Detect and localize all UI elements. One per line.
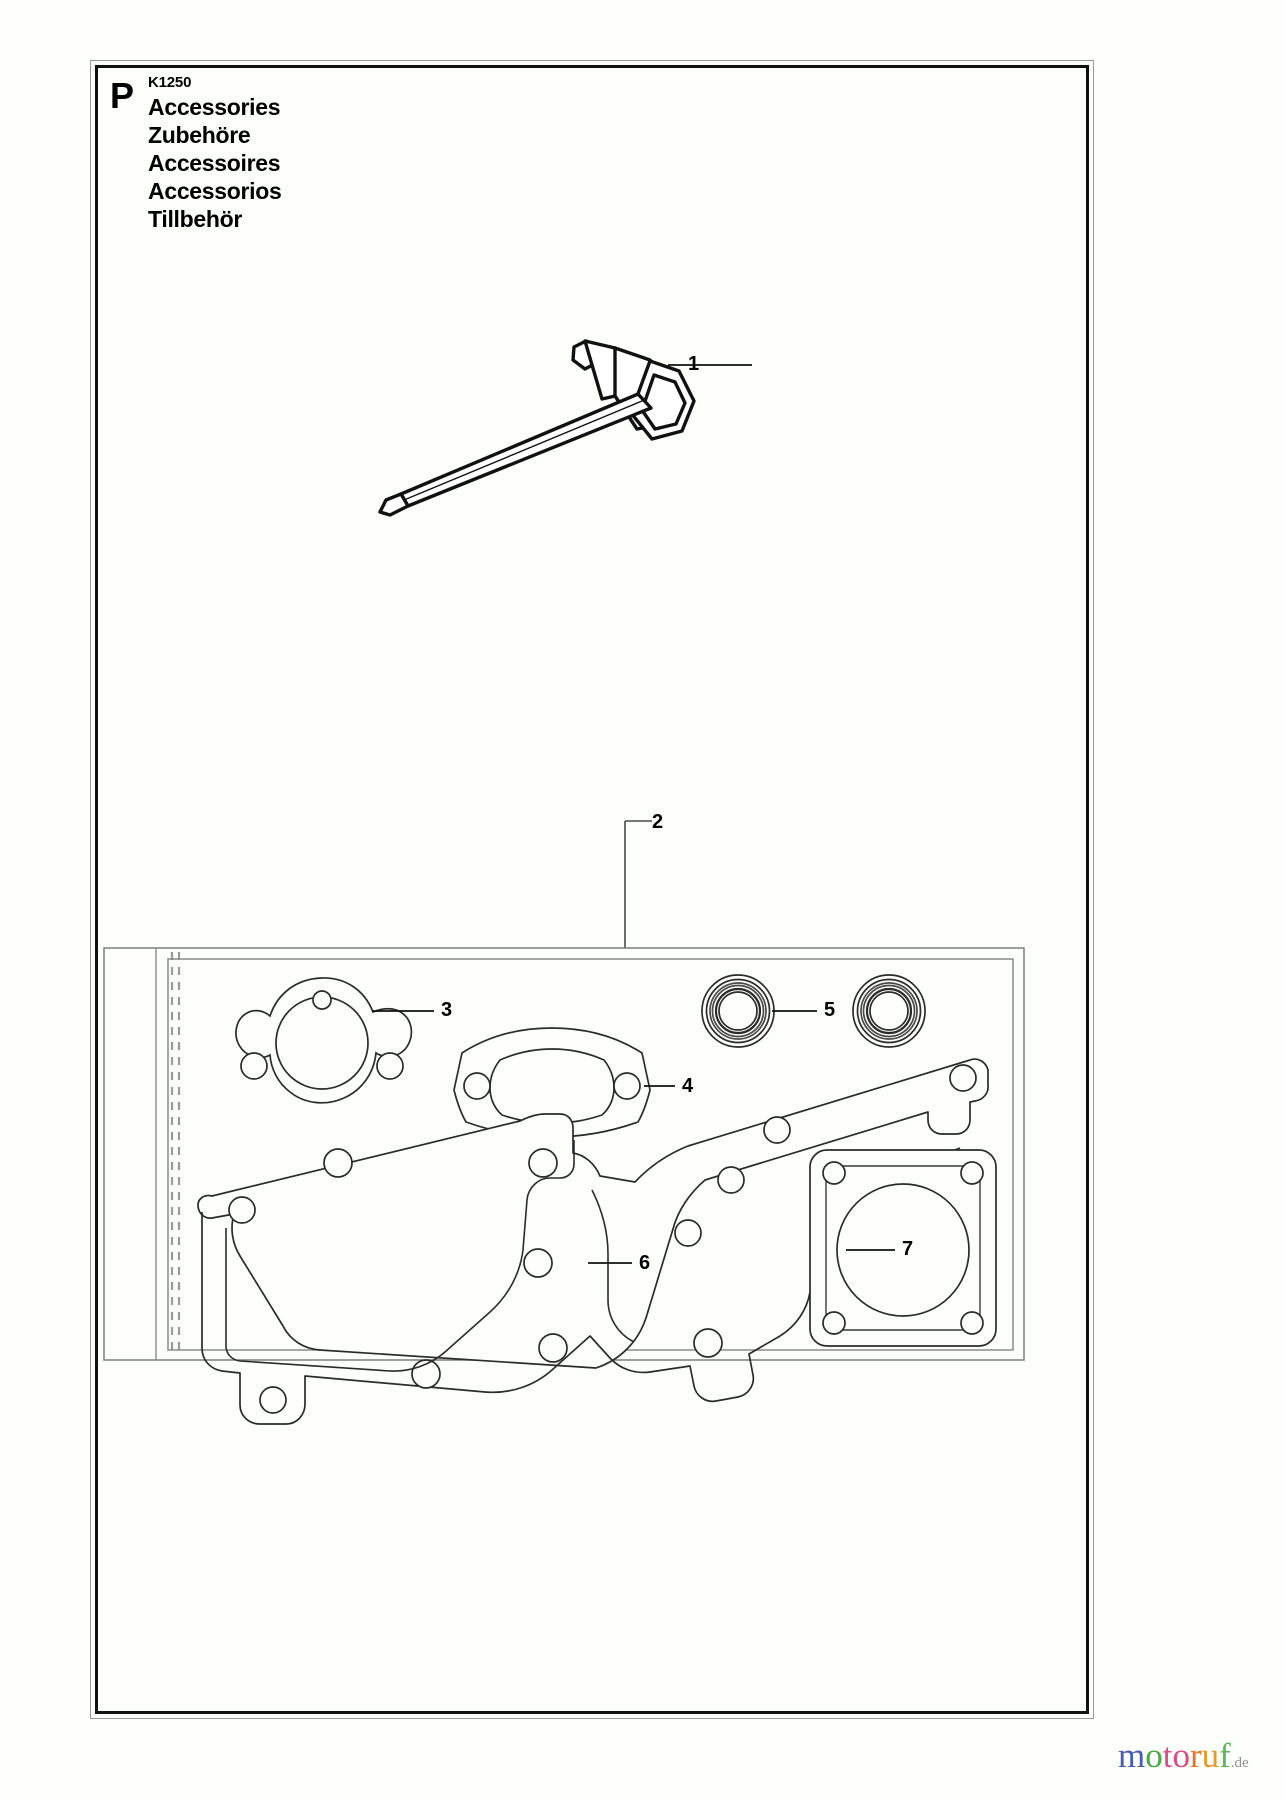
watermark-letter: o [1145, 1736, 1163, 1775]
model-code: K1250 [148, 74, 192, 91]
callout-1: 1 [688, 353, 700, 375]
watermark-suffix: .de [1230, 1755, 1249, 1771]
title-sv: Tillbehör [148, 206, 243, 233]
watermark-letter: t [1162, 1736, 1173, 1775]
callout-6: 6 [639, 1252, 651, 1274]
title-es: Accessorios [148, 178, 282, 205]
callout-4: 4 [682, 1075, 694, 1097]
section-header-text: K1250 Accessories Zubehöre Accessoires A… [148, 74, 282, 233]
motoruf-watermark: motoruf.de [1118, 1738, 1249, 1773]
section-header: P K1250 Accessories Zubehöre Accessoires… [110, 74, 282, 233]
page-border-inner [95, 65, 1089, 1714]
callout-7: 7 [902, 1238, 914, 1260]
watermark-letter: o [1172, 1736, 1190, 1775]
watermark-letter: f [1219, 1736, 1231, 1775]
page-border [90, 60, 1094, 1719]
watermark-letter: u [1201, 1736, 1220, 1775]
callout-2: 2 [652, 811, 664, 833]
title-en: Accessories [148, 94, 281, 121]
watermark-letter: r [1189, 1736, 1202, 1775]
watermark-letter: m [1118, 1736, 1146, 1775]
callout-3: 3 [441, 999, 453, 1021]
title-de: Zubehöre [148, 122, 251, 149]
title-fr: Accessoires [148, 150, 281, 177]
section-letter: P [110, 75, 135, 116]
callout-5: 5 [824, 999, 836, 1021]
